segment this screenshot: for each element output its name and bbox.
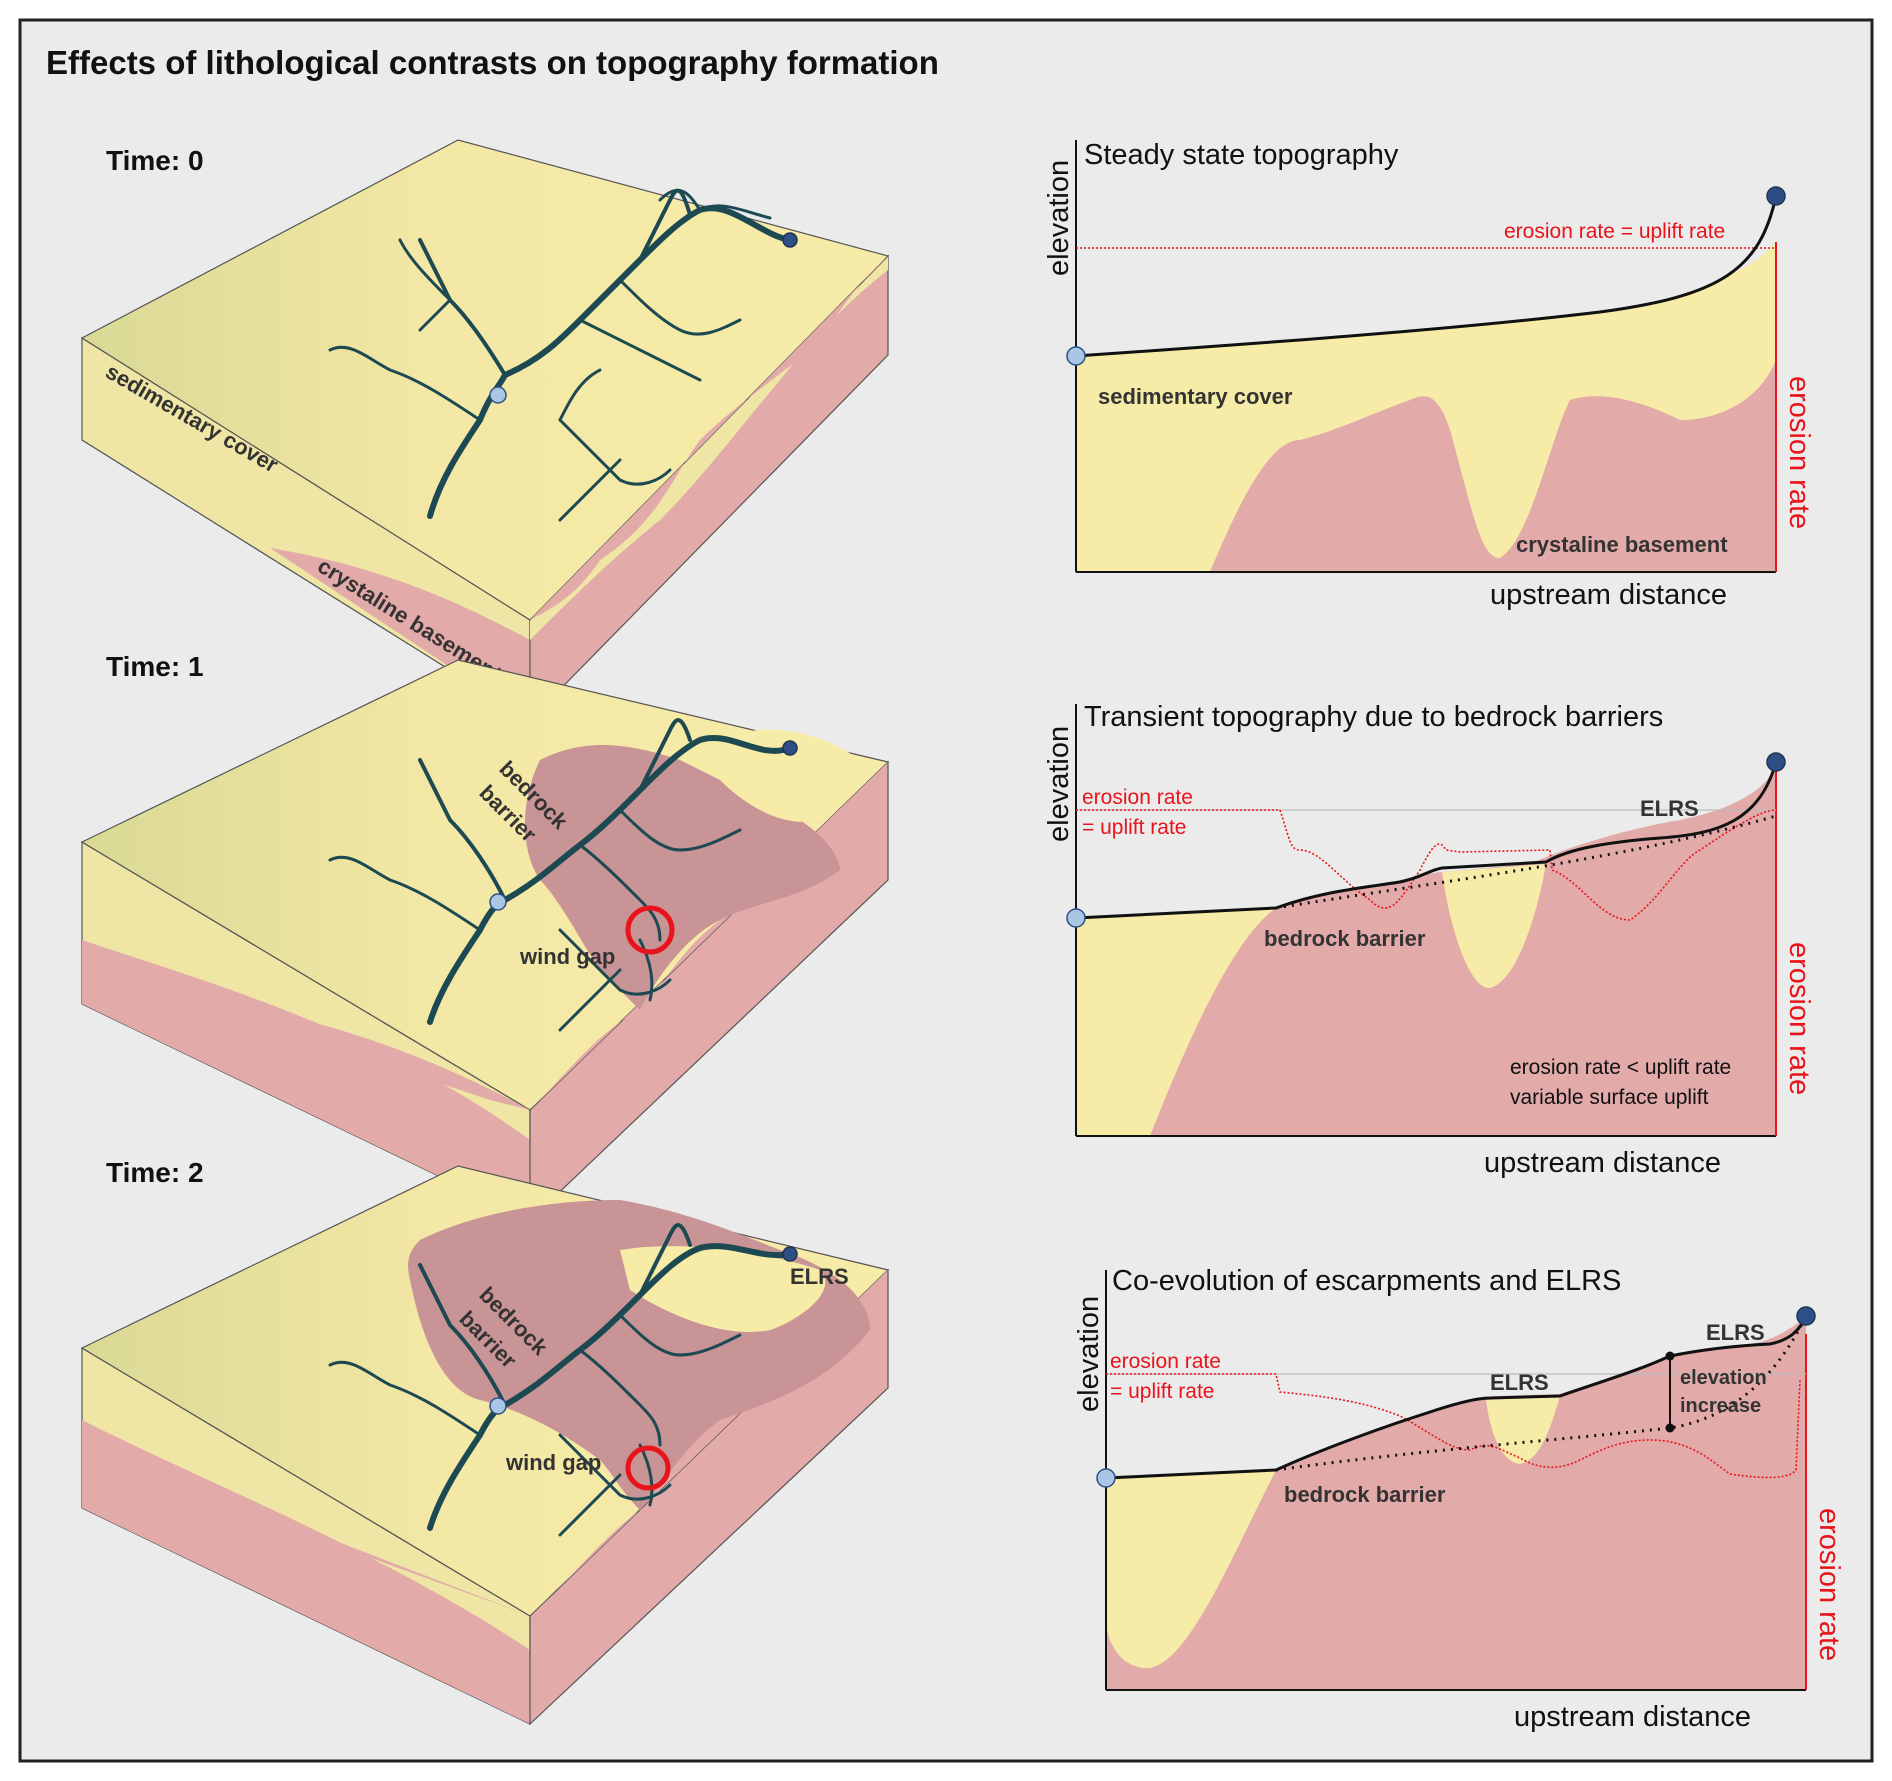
erosion-rate-label-line2: = uplift rate bbox=[1082, 816, 1186, 839]
bedrock-barrier-region bbox=[525, 745, 840, 1010]
basement-left-face bbox=[82, 1420, 530, 1724]
wind-gap-marker bbox=[625, 905, 675, 955]
elrs-top-label: ELRS bbox=[1706, 1320, 1765, 1345]
elevation-increase-top-dot bbox=[1665, 1351, 1675, 1361]
time-label: Time: 0 bbox=[106, 145, 204, 176]
block-diagram-time-2: Time: 2 ELRS bedrock barrier wind gap bbox=[80, 1157, 890, 1726]
right-axis-label: erosion rate bbox=[1783, 376, 1815, 529]
basement-outcrop-top bbox=[530, 256, 888, 620]
elrs-label: ELRS bbox=[1640, 796, 1699, 821]
x-axis-label: upstream distance bbox=[1484, 1147, 1721, 1179]
outlet-node bbox=[1096, 1468, 1116, 1488]
time-label: Time: 2 bbox=[106, 1157, 204, 1188]
source-node bbox=[782, 740, 798, 756]
wind-gap-label: wind gap bbox=[519, 944, 615, 969]
bedrock-barrier-label: bedrock barrier bbox=[1284, 1482, 1446, 1507]
topography-profile bbox=[1075, 761, 1778, 920]
initial-profile-dotted bbox=[1275, 1315, 1808, 1472]
erosion-rate-label-line2: = uplift rate bbox=[1110, 1380, 1214, 1403]
wind-gap-marker bbox=[625, 1445, 671, 1491]
topography-profile bbox=[1105, 1315, 1808, 1480]
profile-transient: Transient topography due to bedrock barr… bbox=[1043, 701, 1815, 1179]
bedrock-barrier-label: bedrock barrier bbox=[1264, 926, 1426, 951]
initial-profile-dotted bbox=[1275, 814, 1777, 910]
y-axis-label: elevation bbox=[1043, 160, 1075, 276]
outlet-node bbox=[489, 1397, 507, 1415]
erosion-rate-label-line1: erosion rate bbox=[1082, 786, 1193, 809]
figure-title: Effects of lithological contrasts on top… bbox=[46, 44, 939, 81]
source-node bbox=[782, 232, 798, 248]
y-axis-label: elevation bbox=[1073, 1296, 1105, 1412]
elevation-increase-line1: elevation bbox=[1680, 1367, 1767, 1389]
elrs-label: ELRS bbox=[790, 1264, 849, 1289]
elrs-mid-label: ELRS bbox=[1490, 1370, 1549, 1395]
profile-coevolution: Co-evolution of escarpments and ELRS ele… bbox=[1073, 1265, 1845, 1733]
sediment-island bbox=[720, 729, 862, 822]
outlet-node bbox=[489, 893, 507, 911]
outlet-node bbox=[1066, 346, 1086, 366]
wind-gap-label: wind gap bbox=[505, 1450, 601, 1475]
profile-title: Transient topography due to bedrock barr… bbox=[1084, 701, 1663, 733]
basement-left-face bbox=[82, 940, 530, 1220]
elevation-increase-line2: increase bbox=[1680, 1395, 1761, 1417]
river-network bbox=[328, 188, 793, 522]
profile-title: Steady state topography bbox=[1084, 139, 1399, 171]
right-axis-label: erosion rate bbox=[1813, 1508, 1845, 1661]
right-axis-label: erosion rate bbox=[1783, 942, 1815, 1095]
source-node bbox=[782, 1246, 798, 1262]
time-label: Time: 1 bbox=[106, 651, 204, 682]
outlet-node bbox=[489, 386, 507, 404]
source-node bbox=[1766, 752, 1786, 772]
note-line2: variable surface uplift bbox=[1510, 1086, 1709, 1109]
sedimentary-cover-label: sedimentary cover bbox=[1098, 384, 1293, 409]
outlet-node bbox=[1066, 908, 1086, 928]
profile-steady-state: Steady state topography elevation upstre… bbox=[1043, 139, 1815, 611]
erosion-rate-profile bbox=[1106, 1373, 1801, 1479]
source-node bbox=[1766, 186, 1786, 206]
profile-title: Co-evolution of escarpments and ELRS bbox=[1112, 1265, 1621, 1297]
basement-outcrop-top bbox=[100, 1270, 888, 1616]
erosion-rate-profile bbox=[1076, 809, 1777, 921]
basement-fill bbox=[1106, 1318, 1806, 1690]
erosion-rate-label: erosion rate = uplift rate bbox=[1504, 220, 1725, 243]
block-diagram-time-1: Time: 1 bedrock barrier wind gap bbox=[80, 651, 890, 1222]
crystaline-basement-label: crystaline basement bbox=[1516, 532, 1728, 557]
x-axis-label: upstream distance bbox=[1490, 579, 1727, 611]
erosion-rate-label-line1: erosion rate bbox=[1110, 1350, 1221, 1373]
elevation-increase-bottom-dot bbox=[1665, 1423, 1675, 1433]
barrier-sediment-pocket bbox=[1442, 864, 1546, 989]
source-node bbox=[1796, 1306, 1816, 1326]
sediment-pocket-left bbox=[1106, 1470, 1276, 1669]
y-axis-label: elevation bbox=[1043, 726, 1075, 842]
x-axis-label: upstream distance bbox=[1514, 1701, 1751, 1733]
basement-fill bbox=[1210, 360, 1776, 572]
note-line1: erosion rate < uplift rate bbox=[1510, 1056, 1731, 1079]
barrier-sediment-pocket bbox=[1486, 1396, 1560, 1464]
topography-profile bbox=[1075, 195, 1778, 358]
